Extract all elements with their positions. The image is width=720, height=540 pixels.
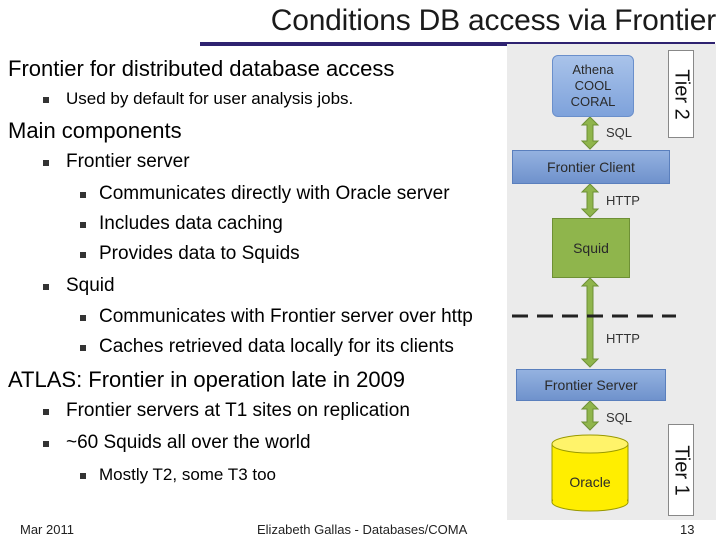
bullet-marker xyxy=(43,284,49,290)
arrow-server-oracle xyxy=(580,400,600,431)
frontier-client-label: Frontier Client xyxy=(547,159,635,175)
bullet-oracle-comm: Communicates directly with Oracle server xyxy=(99,183,450,204)
athena-cool-coral-box: Athena COOL CORAL xyxy=(552,55,634,117)
frontier-server-label: Frontier Server xyxy=(544,377,638,393)
squid-label: Squid xyxy=(573,240,609,256)
athena-label: Athena COOL CORAL xyxy=(570,62,616,109)
http-label-bottom: HTTP xyxy=(606,331,640,346)
bullet-provides-squids: Provides data to Squids xyxy=(99,243,300,264)
squid-box: Squid xyxy=(552,218,630,278)
arrow-athena-client xyxy=(580,116,600,150)
footer-date: Mar 2011 xyxy=(20,522,74,537)
frontier-server-box: Frontier Server xyxy=(516,369,666,401)
bullet-default-user: Used by default for user analysis jobs. xyxy=(66,89,354,108)
bullet-marker xyxy=(43,441,49,447)
bullet-t2-t3: Mostly T2, some T3 too xyxy=(99,465,276,484)
slide-title: Conditions DB access via Frontier xyxy=(270,4,716,37)
bullet-marker xyxy=(43,160,49,166)
bullet-marker xyxy=(80,252,86,258)
http-label-top: HTTP xyxy=(606,193,640,208)
bullet-marker xyxy=(80,192,86,198)
bullet-60-squids: ~60 Squids all over the world xyxy=(66,432,311,453)
frontier-client-box: Frontier Client xyxy=(512,150,670,184)
oracle-label: Oracle xyxy=(569,474,611,490)
bullet-marker xyxy=(80,473,86,479)
bullet-frontier-server: Frontier server xyxy=(66,151,190,172)
arrow-squid-server xyxy=(580,277,600,368)
bullet-caches-locally: Caches retrieved data locally for its cl… xyxy=(99,336,454,357)
sql-label-top: SQL xyxy=(606,125,633,140)
page-number: 13 xyxy=(680,522,695,537)
arrow-client-squid xyxy=(580,183,600,218)
bullet-t1-servers: Frontier servers at T1 sites on replicat… xyxy=(66,400,410,421)
oracle-cylinder xyxy=(551,434,629,512)
tier1-label-box: Tier 1 xyxy=(668,424,694,516)
bullet-marker xyxy=(80,315,86,321)
sql-label-bottom: SQL xyxy=(606,410,633,425)
title-underline xyxy=(200,42,715,46)
bullet-marker xyxy=(80,345,86,351)
bullet-marker xyxy=(43,409,49,415)
tier2-label: Tier 2 xyxy=(670,68,693,120)
tier2-label-box: Tier 2 xyxy=(668,50,694,138)
bullet-data-caching: Includes data caching xyxy=(99,213,283,234)
bullet-frontier-distributed: Frontier for distributed database access xyxy=(8,56,395,81)
bullet-main-components: Main components xyxy=(8,118,182,143)
footer-author: Elizabeth Gallas - Databases/COMA xyxy=(257,522,468,537)
bullet-atlas-operation: ATLAS: Frontier in operation late in 200… xyxy=(8,367,406,392)
tier1-label: Tier 1 xyxy=(670,444,693,496)
bullet-http-comm: Communicates with Frontier server over h… xyxy=(99,306,473,327)
bullet-squid: Squid xyxy=(66,275,115,296)
bullet-marker xyxy=(43,97,49,103)
bullet-marker xyxy=(80,222,86,228)
